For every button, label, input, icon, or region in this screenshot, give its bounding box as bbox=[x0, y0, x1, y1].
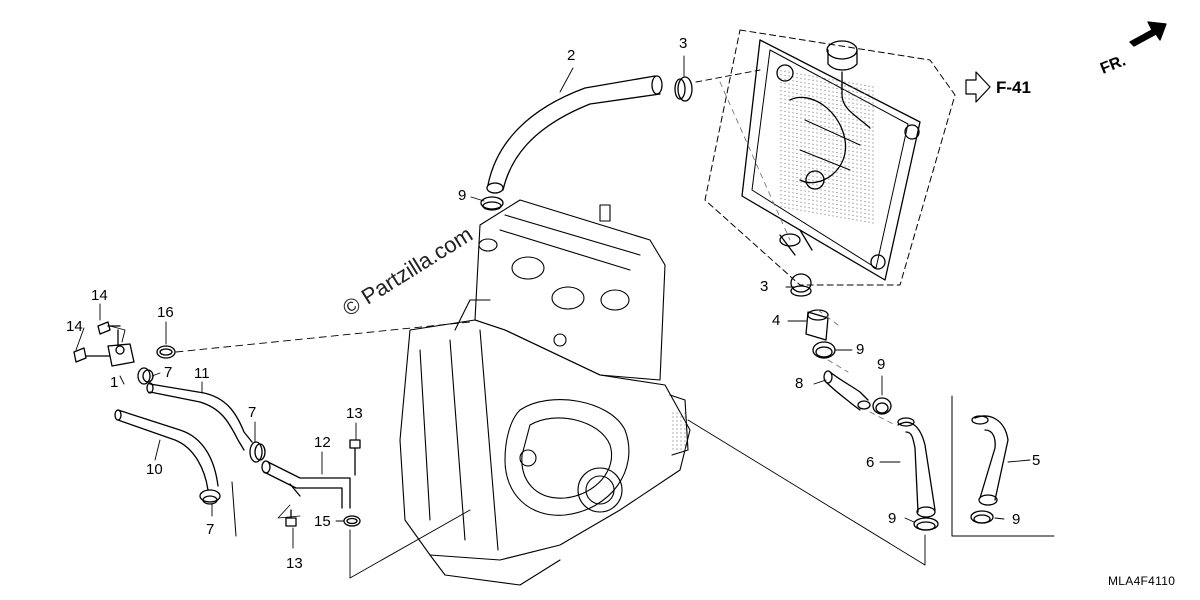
callout-13-bottom: 13 bbox=[286, 555, 303, 572]
callout-9-d: 9 bbox=[1012, 511, 1021, 528]
callout-9-hose2: 9 bbox=[458, 187, 467, 204]
callout-6: 6 bbox=[866, 454, 875, 471]
ref-label: F-41 bbox=[996, 78, 1031, 97]
callout-7-b: 7 bbox=[248, 404, 257, 421]
callout-14-left: 14 bbox=[66, 318, 83, 335]
clamp-3-upper bbox=[674, 76, 693, 102]
callout-12: 12 bbox=[314, 434, 331, 451]
callout-4: 4 bbox=[772, 312, 781, 329]
bolt-13-upper bbox=[349, 439, 361, 476]
bolt-14-lower bbox=[73, 347, 111, 363]
callout-14-top: 14 bbox=[91, 287, 108, 304]
diagram-code: MLA4F4110 bbox=[1108, 574, 1176, 588]
clamp-9-upper bbox=[480, 196, 504, 211]
bolt-13-lower bbox=[285, 509, 297, 527]
clamp-9-c bbox=[913, 517, 939, 531]
hose-5 bbox=[971, 415, 1009, 506]
callout-10: 10 bbox=[146, 461, 163, 478]
callout-8: 8 bbox=[795, 375, 804, 392]
clamp-7-a bbox=[137, 367, 154, 385]
clamp-7-c bbox=[199, 489, 221, 505]
leader-lines bbox=[75, 55, 1031, 579]
hose-11 bbox=[146, 382, 253, 451]
callout-1: 1 bbox=[110, 374, 119, 391]
clamp-9-a bbox=[812, 341, 836, 359]
callout-3-lower: 3 bbox=[760, 278, 769, 295]
callout-9-b: 9 bbox=[877, 356, 886, 373]
hose-6 bbox=[897, 417, 936, 518]
joint-1 bbox=[107, 329, 135, 367]
callout-16: 16 bbox=[157, 304, 174, 321]
joint-4 bbox=[805, 309, 829, 341]
engine-block bbox=[399, 199, 691, 586]
ref-arrow-icon bbox=[965, 71, 991, 103]
callout-2: 2 bbox=[567, 47, 576, 64]
callout-13-top: 13 bbox=[346, 405, 363, 422]
callout-7-c: 7 bbox=[206, 521, 215, 538]
clamp-9-d bbox=[970, 510, 994, 524]
clamp-9-b bbox=[872, 397, 892, 415]
o-ring-16 bbox=[156, 345, 176, 359]
callout-9-a: 9 bbox=[856, 341, 865, 358]
callout-9-c: 9 bbox=[888, 510, 897, 527]
clamp-7-b bbox=[249, 441, 266, 463]
radiator-assembly bbox=[704, 29, 956, 286]
hose-8 bbox=[823, 370, 871, 411]
callout-7-a: 7 bbox=[164, 364, 173, 381]
callout-11: 11 bbox=[194, 365, 210, 382]
hose-10 bbox=[114, 409, 219, 491]
washer-15 bbox=[343, 515, 361, 527]
clamp-3-lower bbox=[790, 273, 812, 297]
callout-5: 5 bbox=[1032, 452, 1041, 469]
frame-5 bbox=[951, 395, 1055, 537]
hose-2 bbox=[486, 75, 663, 194]
pipe-12 bbox=[261, 460, 351, 509]
callout-3-top: 3 bbox=[679, 35, 688, 52]
front-arrow-icon bbox=[1129, 21, 1167, 47]
frame-10 bbox=[231, 481, 237, 537]
callout-15: 15 bbox=[314, 513, 331, 530]
